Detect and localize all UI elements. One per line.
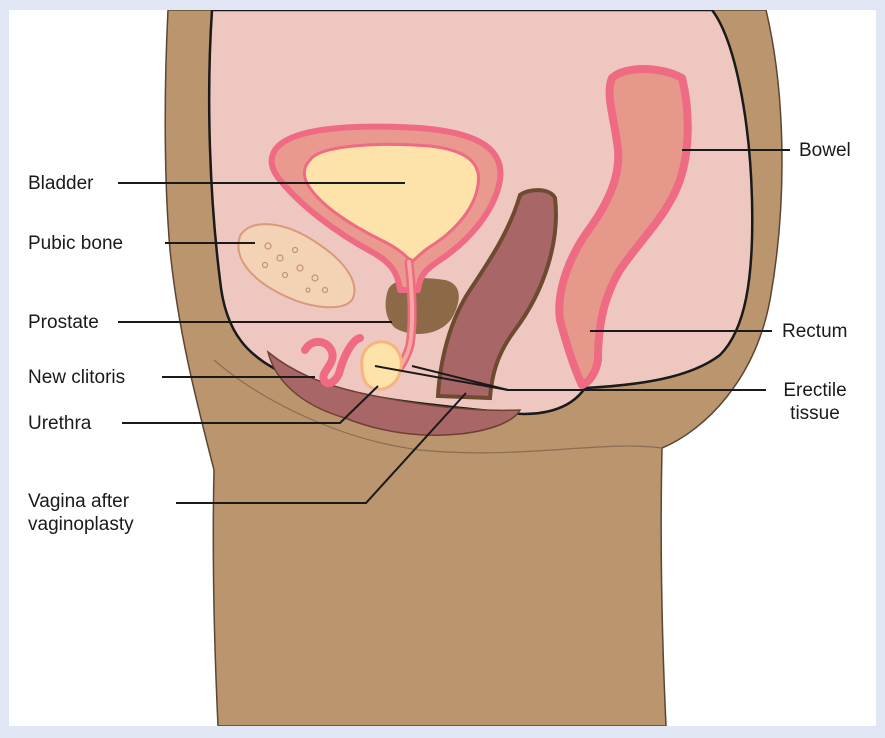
label-new-clitoris: New clitoris [28,366,125,389]
label-vagina-after-vaginoplasty: Vagina after vaginoplasty [28,490,134,536]
label-bladder: Bladder [28,172,94,195]
label-rectum: Rectum [782,320,847,343]
label-urethra: Urethra [28,412,91,435]
label-bowel: Bowel [799,139,851,162]
new-clitoris [362,342,401,389]
label-pubic-bone: Pubic bone [28,232,123,255]
label-prostate: Prostate [28,311,99,334]
label-erectile-tissue: Erectile tissue [767,379,863,425]
anatomy-illustration [9,10,876,726]
diagram-frame: Bladder Pubic bone Prostate New clitoris… [9,10,876,726]
